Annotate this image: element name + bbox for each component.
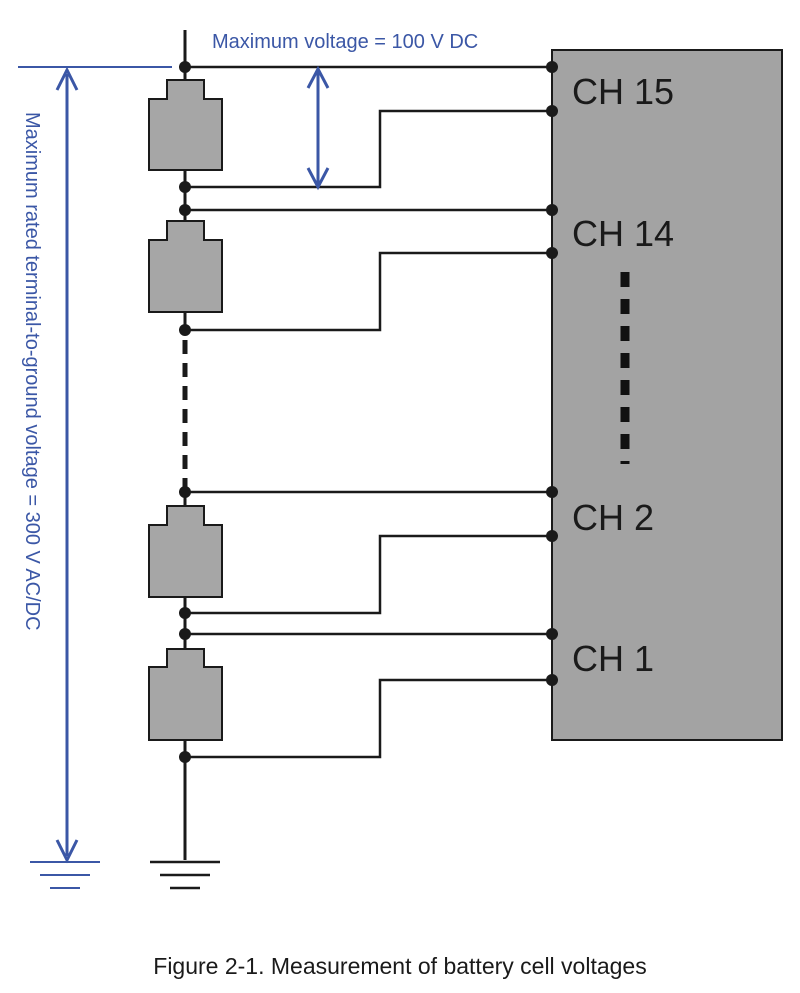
- terminal-to-ground-label: Maximum rated terminal-to-ground voltage…: [21, 112, 43, 631]
- battery-cell-4: [148, 648, 223, 741]
- cell-voltage-arrow: [306, 65, 330, 191]
- battery-cell-1: [148, 79, 223, 171]
- figure-caption: Figure 2-1. Measurement of battery cell …: [153, 953, 647, 979]
- ground-icon: [150, 860, 220, 890]
- channel-label-ch14: CH 14: [572, 213, 674, 254]
- battery-cell-2: [148, 220, 223, 313]
- max-voltage-label: Maximum voltage = 100 V DC: [212, 31, 478, 53]
- channel-wires: [185, 65, 552, 759]
- channel-label-ch1: CH 1: [572, 638, 654, 679]
- reference-ground-icon: [30, 861, 100, 889]
- connection-dots: [179, 61, 558, 763]
- channel-label-ch2: CH 2: [572, 497, 654, 538]
- channel-label-ch15: CH 15: [572, 71, 674, 112]
- battery-cell-3: [148, 505, 223, 598]
- measurement-module: [551, 49, 783, 741]
- terminal-to-ground-arrow: [55, 66, 79, 864]
